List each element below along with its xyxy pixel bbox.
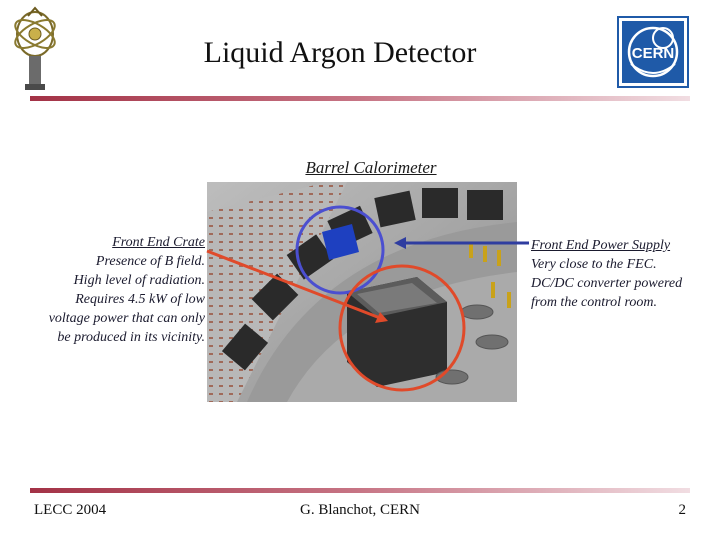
cern-logo: CERN [617, 16, 689, 88]
callout-line: DC/DC converter powered [531, 276, 683, 291]
callout-line: voltage power that can only [48, 311, 205, 326]
front-end-power-supply-heading: Front End Power Supply [531, 238, 671, 253]
front-end-crate-callout: Front End Crate Presence of B field. Hig… [12, 233, 205, 347]
footer-conference: LECC 2004 [34, 502, 107, 518]
callout-line: Very close to the FEC. [531, 257, 657, 272]
callout-line: Presence of B field. [95, 254, 205, 269]
title-divider [30, 96, 690, 101]
callout-line: High level of radiation. [73, 273, 205, 288]
callout-line: Requires 4.5 kW of low [75, 292, 205, 307]
front-end-crate-heading: Front End Crate [112, 235, 205, 250]
slide-title: Liquid Argon Detector [203, 36, 477, 69]
calorimeter-photo [207, 182, 517, 402]
cern-logo-text: CERN [632, 45, 675, 62]
atlas-logo [14, 6, 56, 90]
page-number: 2 [678, 502, 687, 518]
callout-line: be produced in its vicinity. [57, 330, 205, 345]
footer-author: G. Blanchot, CERN [300, 502, 420, 518]
footer-divider [30, 488, 690, 493]
section-heading: Barrel Calorimeter [305, 158, 437, 177]
callout-line: from the control room. [531, 295, 657, 310]
front-end-power-supply-callout: Front End Power Supply Very close to the… [531, 236, 716, 312]
